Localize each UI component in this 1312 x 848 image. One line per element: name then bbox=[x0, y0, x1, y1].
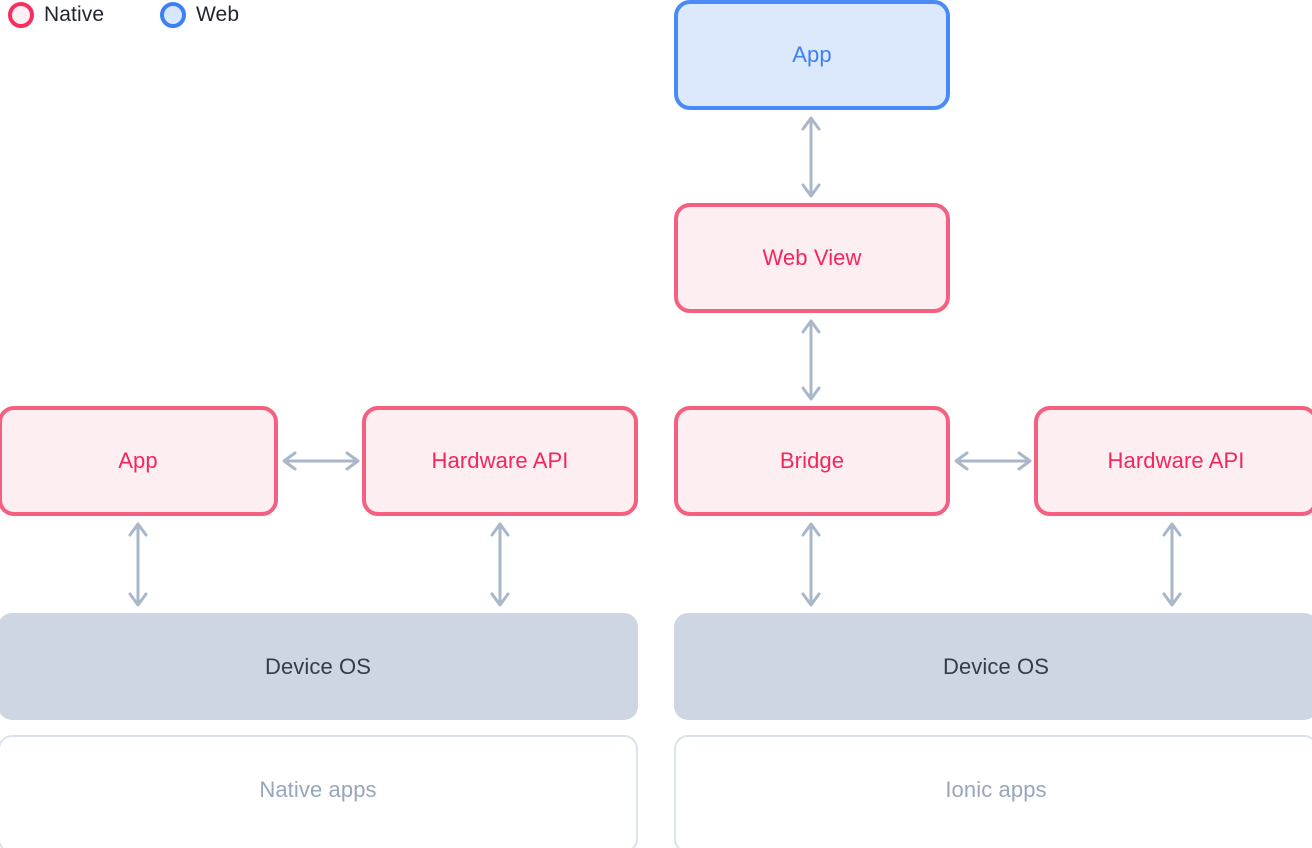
node-native-app[interactable]: App bbox=[0, 406, 278, 516]
node-ionic-bridge-label: Bridge bbox=[779, 448, 845, 473]
node-ionic-web-view[interactable]: Web View bbox=[674, 203, 950, 313]
arrow-native-hardware-api-to-device-os bbox=[489, 518, 511, 611]
legend-item-native: Native bbox=[8, 2, 104, 28]
node-native-hardware-api-label: Hardware API bbox=[431, 448, 569, 473]
node-native-device-os-label: Device OS bbox=[264, 653, 372, 679]
arrow-bridge-to-hardware-api bbox=[952, 450, 1034, 472]
node-ionic-app[interactable]: App bbox=[674, 0, 950, 110]
node-native-device-os[interactable]: Device OS bbox=[0, 613, 638, 720]
legend-item-web: Web bbox=[160, 2, 239, 28]
arrow-native-app-to-hardware-api bbox=[280, 450, 362, 472]
circle-outline-icon-web bbox=[160, 2, 186, 28]
arrow-webview-to-bridge bbox=[800, 315, 822, 405]
node-ionic-hardware-api-label: Hardware API bbox=[1107, 448, 1245, 473]
node-ionic-bridge[interactable]: Bridge bbox=[674, 406, 950, 516]
node-ionic-device-os-label: Device OS bbox=[942, 653, 1050, 679]
node-ionic-app-label: App bbox=[792, 42, 832, 67]
node-ionic-apps-caption-label: Ionic apps bbox=[945, 777, 1047, 802]
legend-label-native: Native bbox=[44, 3, 105, 26]
legend-label-web: Web bbox=[196, 3, 240, 26]
arrow-bridge-to-device-os bbox=[800, 518, 822, 611]
node-ionic-hardware-api[interactable]: Hardware API bbox=[1034, 406, 1312, 516]
arrow-app-to-webview bbox=[800, 112, 822, 202]
arrow-ionic-hardware-api-to-device-os bbox=[1161, 518, 1183, 611]
node-ionic-device-os[interactable]: Device OS bbox=[674, 613, 1312, 720]
node-ionic-apps-caption[interactable]: Ionic apps bbox=[674, 735, 1312, 848]
node-native-hardware-api[interactable]: Hardware API bbox=[362, 406, 638, 516]
node-ionic-web-view-label: Web View bbox=[762, 245, 862, 270]
node-native-apps-caption[interactable]: Native apps bbox=[0, 735, 638, 848]
node-native-app-label: App bbox=[118, 448, 158, 473]
circle-outline-icon-native bbox=[8, 2, 34, 28]
node-native-apps-caption-label: Native apps bbox=[259, 777, 377, 802]
arrow-native-app-to-device-os bbox=[127, 518, 149, 611]
